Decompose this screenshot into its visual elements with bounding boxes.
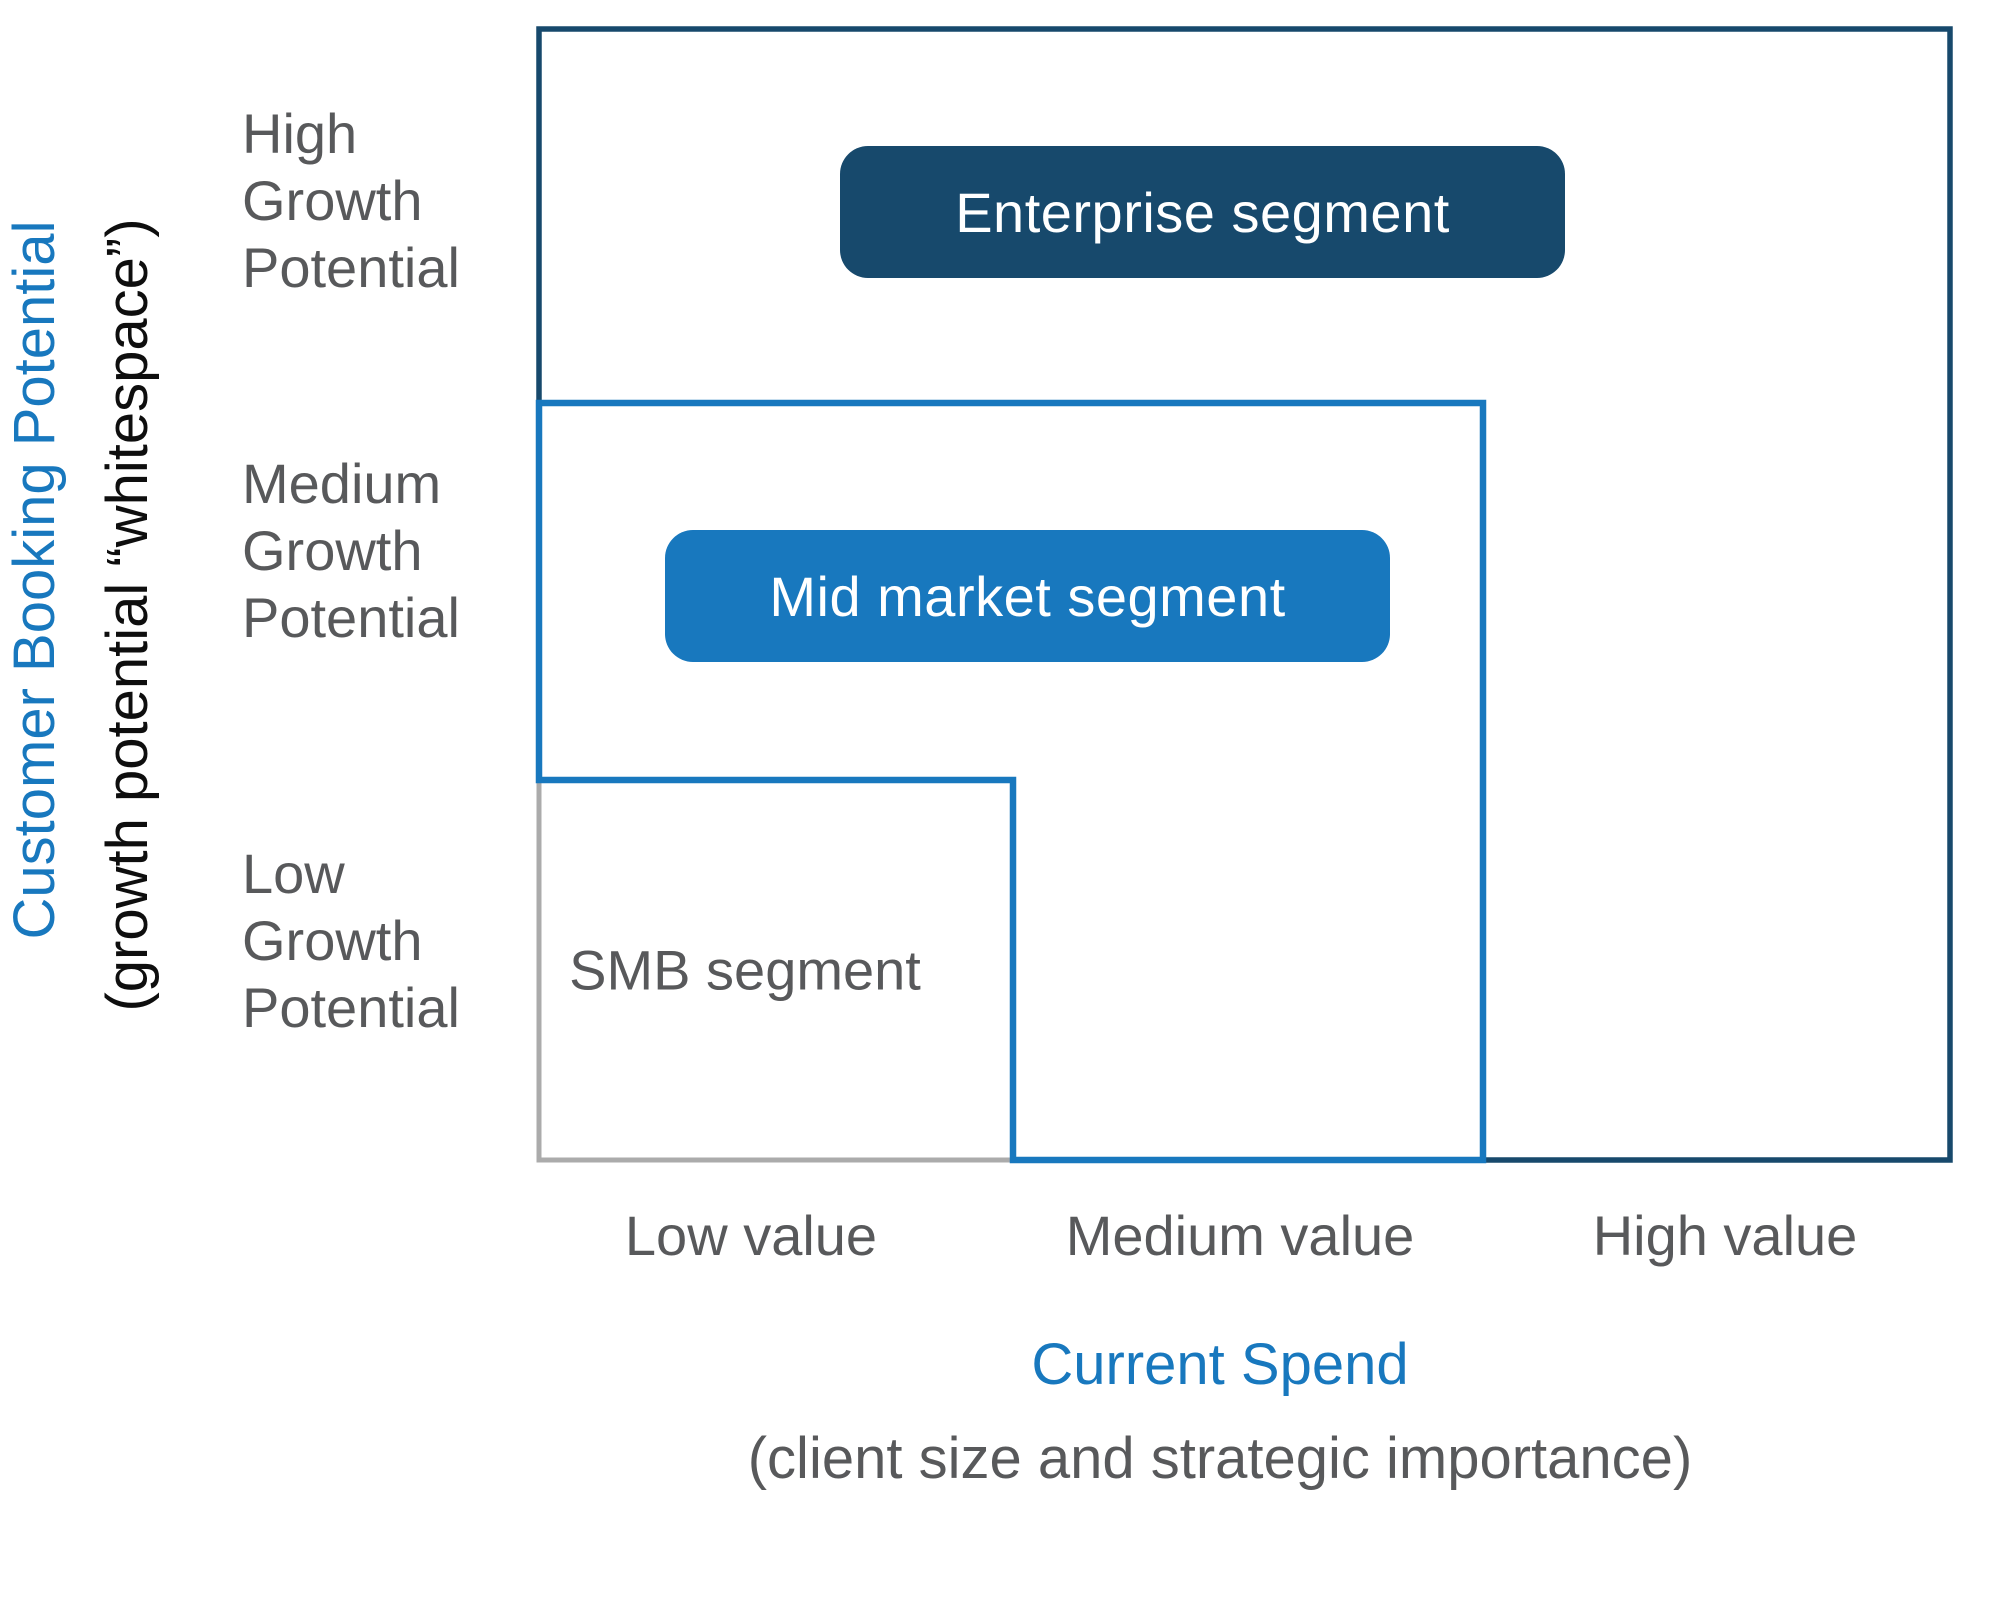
enterprise-segment-pill: Enterprise segment bbox=[840, 146, 1565, 278]
ytick-low-growth-potential: Low Growth Potential bbox=[242, 842, 460, 1039]
midmarket-region-outline bbox=[535, 399, 1487, 1164]
xtick-medium-value: Medium value bbox=[1065, 1204, 1415, 1267]
ytick-medium-growth-potential: Medium Growth Potential bbox=[242, 452, 460, 649]
ytick-high-growth-potential: High Growth Potential bbox=[242, 102, 460, 299]
midmarket-segment-label: Mid market segment bbox=[769, 564, 1286, 628]
x-axis-title: Current Spend bbox=[1031, 1332, 1409, 1397]
smb-segment-label: SMB segment bbox=[569, 938, 921, 1002]
midmarket-segment-pill: Mid market segment bbox=[665, 530, 1390, 662]
xtick-low-value: Low value bbox=[624, 1204, 878, 1267]
y-axis-title: Customer Booking Potential bbox=[2, 220, 67, 940]
segmentation-matrix-diagram: Enterprise segment Mid market segment SM… bbox=[2, 26, 1953, 1491]
x-axis-subtitle: (client size and strategic importance) bbox=[747, 1426, 1693, 1491]
region-outlines bbox=[535, 26, 1953, 1164]
y-axis-subtitle: (growth potential “whitespace”) bbox=[95, 218, 160, 1012]
enterprise-segment-label: Enterprise segment bbox=[955, 180, 1450, 244]
xtick-high-value: High value bbox=[1592, 1204, 1858, 1267]
